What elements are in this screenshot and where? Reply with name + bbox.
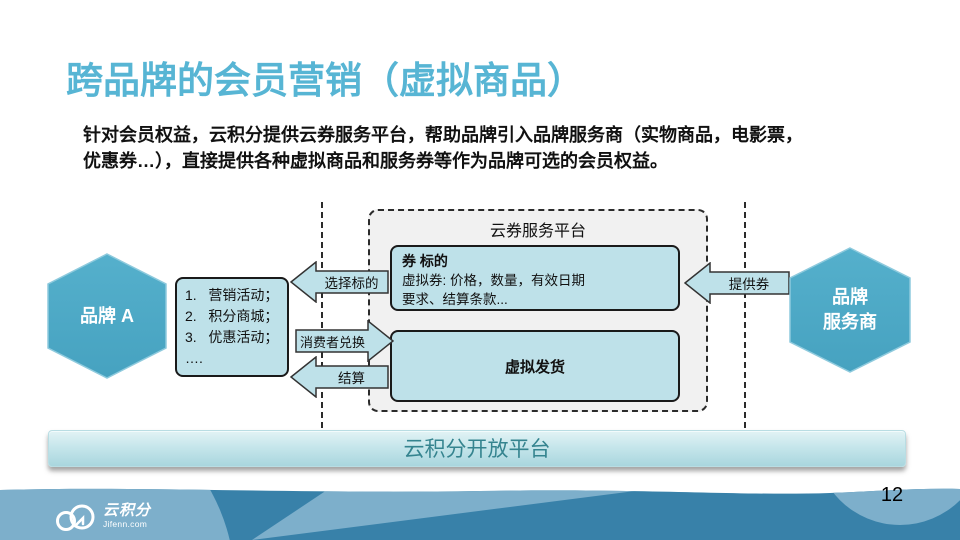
activity-item-2: 2. 积分商城；	[185, 308, 279, 324]
brand-a-label: 品牌 A	[80, 305, 134, 326]
brand-provider-label: 品牌 服务商	[789, 247, 911, 373]
wave-shapes	[0, 488, 960, 540]
activity-item-1: 1. 营销活动；	[185, 287, 279, 303]
bottom-wave-decoration	[0, 486, 960, 540]
brand-activities-box: 1. 营销活动； 2. 积分商城； 3. 优惠活动； ….	[175, 277, 289, 377]
intro-line-2: 优惠券…），直接提供各种虚拟商品和服务券等作为品牌可选的会员权益。	[83, 151, 668, 171]
coupon-spec-box: 券 标的 虚拟券: 价格，数量，有效日期 要求、结算条款...	[390, 245, 680, 311]
logo-text: 云积分 Jifenn.com	[103, 502, 152, 530]
settlement-arrow-label: 结算	[338, 371, 365, 386]
select-target-arrow-label: 选择标的	[324, 276, 379, 291]
cloud-logo-icon	[56, 504, 95, 531]
brand-provider-line-2: 服务商	[823, 312, 877, 332]
open-platform-bar: 云积分开放平台	[48, 430, 906, 467]
hexagon-shape	[789, 247, 911, 373]
activity-item-3: 3. 优惠活动；	[185, 329, 279, 345]
intro-line-1: 针对会员权益，云积分提供云券服务平台，帮助品牌引入品牌服务商（实物商品，电影票，	[83, 125, 803, 145]
yunjifen-logo: 云积分 Jifenn.com	[52, 499, 151, 533]
hexagon-shape	[47, 253, 167, 379]
coupon-spec-line-2: 要求、结算条款...	[402, 292, 508, 307]
virtual-delivery-box: 虚拟发货	[390, 330, 680, 402]
left-boundary-dashed-line	[321, 202, 323, 428]
consumer-redeem-arrow-label: 消费者兑换	[299, 334, 365, 350]
slide-title: 跨品牌的会员营销（虚拟商品）	[66, 60, 584, 101]
page-number: 12	[880, 484, 904, 506]
brand-provider-hexagon: 品牌 服务商	[789, 247, 911, 373]
intro-paragraph: 针对会员权益，云积分提供云券服务平台，帮助品牌引入品牌服务商（实物商品，电影票，…	[83, 122, 893, 174]
coupon-spec-title: 券 标的	[402, 253, 448, 269]
coupon-service-platform-container: 云券服务平台 券 标的 虚拟券: 价格，数量，有效日期 要求、结算条款... 虚…	[368, 209, 708, 412]
logo-domain: Jifenn.com	[103, 519, 148, 529]
settlement-arrow: 结算	[290, 356, 389, 398]
right-arrow-icon	[295, 320, 394, 362]
activity-item-more: ….	[185, 350, 203, 366]
coupon-spec-line-1: 虚拟券: 价格，数量，有效日期	[402, 273, 586, 288]
consumer-redeem-arrow: 消费者兑换	[295, 320, 394, 362]
provide-coupon-arrow-label: 提供券	[728, 277, 770, 292]
select-target-arrow: 选择标的	[290, 261, 389, 303]
logo-name: 云积分	[103, 502, 152, 519]
brand-provider-line-1: 品牌	[832, 287, 868, 307]
left-arrow-icon	[684, 262, 790, 304]
brand-a-hexagon: 品牌 A	[47, 253, 167, 379]
left-arrow-icon	[290, 356, 389, 398]
provide-coupon-arrow: 提供券	[684, 262, 790, 304]
platform-title: 云券服务平台	[489, 223, 586, 240]
left-arrow-icon	[290, 261, 389, 303]
right-boundary-dashed-line	[744, 202, 746, 428]
